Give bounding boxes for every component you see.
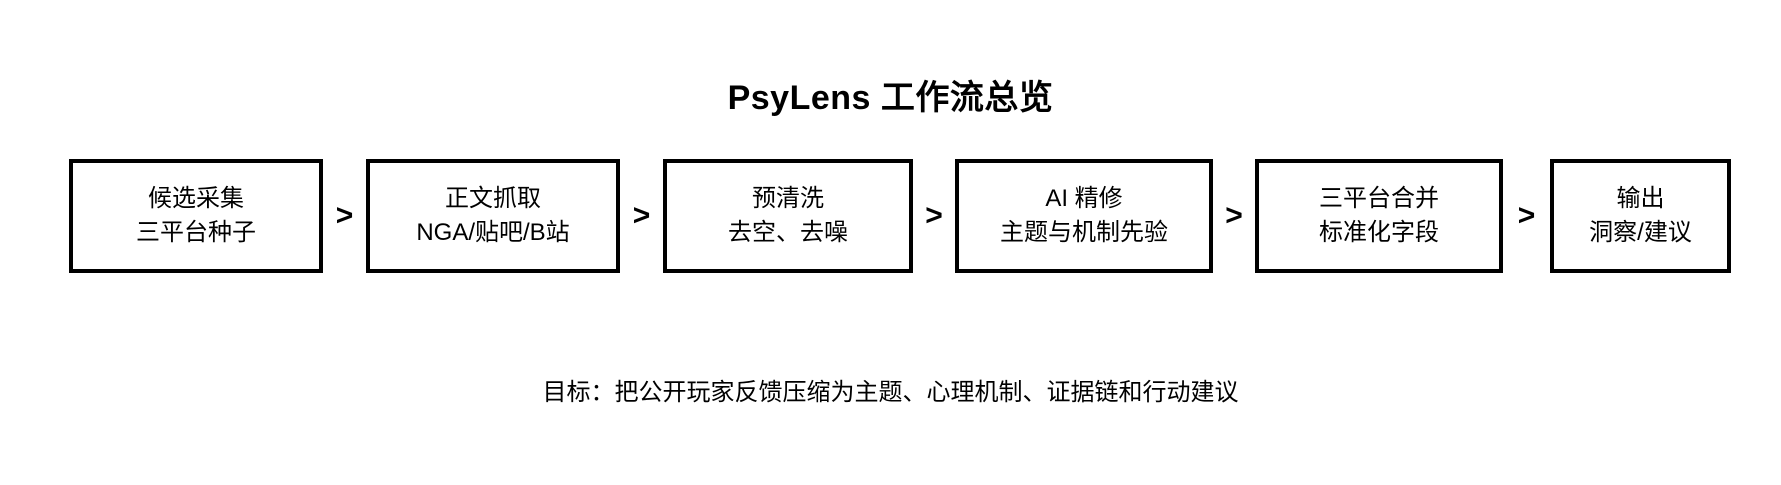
arrow-right-icon: > <box>620 159 663 273</box>
step-pre-cleaning: 预清洗 去空、去噪 <box>663 159 913 273</box>
step-title: 候选采集 <box>148 185 244 212</box>
step-content-scraping: 正文抓取 NGA/贴吧/B站 <box>366 159 620 273</box>
diagram-title: PsyLens 工作流总览 <box>727 79 1054 117</box>
arrow-glyph: > <box>1225 199 1243 232</box>
step-ai-refinement: AI 精修 主题与机制先验 <box>955 159 1213 273</box>
arrow-right-icon: > <box>1503 159 1550 273</box>
arrow-glyph: > <box>1517 199 1536 232</box>
arrow-glyph: > <box>632 199 651 232</box>
step-subtitle: 洞察/建议 <box>1589 219 1692 246</box>
step-title: 正文抓取 <box>445 185 541 212</box>
step-subtitle: 标准化字段 <box>1319 219 1439 246</box>
arrow-glyph: > <box>335 199 354 232</box>
step-title: 输出 <box>1616 185 1665 212</box>
goal-statement: 目标：把公开玩家反馈压缩为主题、心理机制、证据链和行动建议 <box>542 379 1239 406</box>
step-subtitle: 三平台种子 <box>136 219 256 246</box>
step-title: 三平台合并 <box>1319 185 1439 212</box>
step-subtitle: 去空、去噪 <box>728 219 848 246</box>
step-subtitle: 主题与机制先验 <box>1000 219 1168 246</box>
step-title: AI 精修 <box>1045 185 1123 212</box>
arrow-right-icon: > <box>913 159 955 273</box>
step-platform-merge: 三平台合并 标准化字段 <box>1255 159 1503 273</box>
step-subtitle: NGA/贴吧/B站 <box>416 219 570 246</box>
arrow-glyph: > <box>925 199 943 232</box>
step-title: 预清洗 <box>752 185 824 212</box>
step-candidate-collection: 候选采集 三平台种子 <box>69 159 323 273</box>
arrow-right-icon: > <box>1213 159 1255 273</box>
arrow-right-icon: > <box>323 159 366 273</box>
step-output: 输出 洞察/建议 <box>1550 159 1731 273</box>
